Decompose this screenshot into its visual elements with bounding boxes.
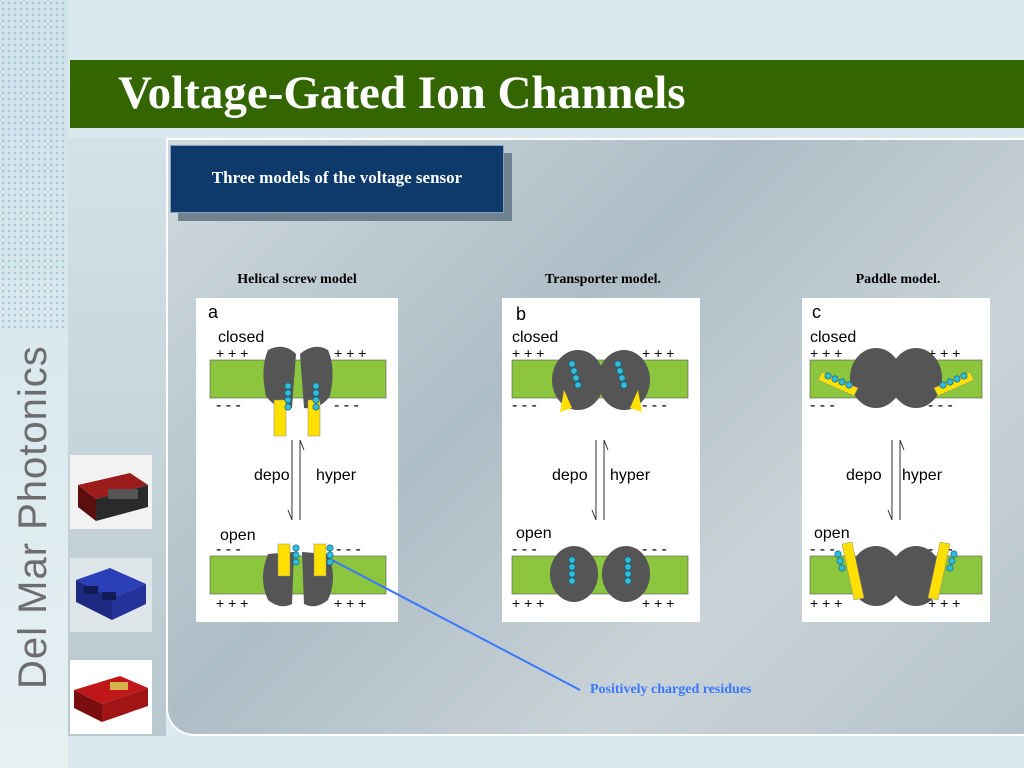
channel-half bbox=[300, 346, 333, 409]
depo-label: depo bbox=[846, 467, 882, 484]
product-photo-2 bbox=[70, 558, 152, 632]
model-label-transporter: Transporter model. bbox=[544, 272, 662, 287]
plus-charges: + + + bbox=[642, 345, 674, 361]
minus-charges: - - - bbox=[216, 397, 241, 414]
plus-charges: + + + bbox=[512, 595, 544, 611]
subtitle: Three models of the voltage sensor bbox=[211, 168, 463, 187]
model-label-paddle: Paddle model. bbox=[855, 272, 941, 287]
channel-half bbox=[890, 348, 942, 408]
plus-charges: + + + bbox=[810, 345, 842, 361]
product-photo-1 bbox=[70, 455, 152, 529]
open-label: open bbox=[814, 525, 850, 542]
minus-charges: - - - bbox=[216, 541, 241, 558]
channel-half bbox=[890, 546, 942, 606]
page-title: Voltage-Gated Ion Channels bbox=[118, 67, 686, 119]
minus-charges: - - - bbox=[810, 541, 835, 558]
minus-charges: - - - bbox=[512, 541, 537, 558]
plus-charges: + + + bbox=[334, 595, 366, 611]
equilibrium-arrows bbox=[887, 439, 905, 521]
content-left-panel bbox=[68, 138, 166, 736]
open-label: open bbox=[220, 527, 256, 544]
channel-half bbox=[850, 546, 902, 606]
plus-charges: + + + bbox=[642, 595, 674, 611]
sensor-helix bbox=[630, 390, 642, 412]
minus-charges: - - - bbox=[334, 397, 359, 414]
diagram-paddle: c closed + + + + + + - - - - - - depo hy… bbox=[802, 298, 990, 622]
closed-label: closed bbox=[512, 329, 558, 346]
closed-label: closed bbox=[218, 329, 264, 346]
sensor-helix bbox=[273, 399, 287, 437]
equilibrium-arrows bbox=[287, 439, 305, 521]
hyper-label: hyper bbox=[316, 467, 357, 484]
sensor-paddle bbox=[927, 541, 951, 601]
charged-residues bbox=[834, 550, 958, 572]
depo-label: depo bbox=[552, 467, 588, 484]
diagram-helical-screw: a closed + + + + + + - - - - - - depo hy… bbox=[196, 298, 398, 622]
equilibrium-arrows bbox=[591, 439, 609, 521]
minus-charges: - - - bbox=[336, 541, 361, 558]
minus-charges: - - - bbox=[512, 397, 537, 414]
plus-charges: + + + bbox=[334, 345, 366, 361]
hyper-label: hyper bbox=[610, 467, 651, 484]
minus-charges: - - - bbox=[928, 397, 953, 414]
plus-charges: + + + bbox=[216, 595, 248, 611]
panel-letter: b bbox=[516, 304, 526, 324]
charged-residues bbox=[284, 382, 320, 411]
sensor-helix bbox=[560, 390, 572, 412]
sensor-helix bbox=[277, 543, 291, 577]
sensor-helix bbox=[313, 543, 327, 577]
minus-charges: - - - bbox=[642, 397, 667, 414]
model-label-helical: Helical screw model bbox=[237, 272, 357, 287]
plus-charges: + + + bbox=[216, 345, 248, 361]
annotation-label: Positively charged residues bbox=[590, 682, 752, 697]
panel-letter: c bbox=[812, 302, 821, 322]
title-bar: Voltage-Gated Ion Channels bbox=[70, 60, 1024, 128]
channel-half bbox=[850, 348, 902, 408]
plus-charges: + + + bbox=[810, 595, 842, 611]
dot-pattern bbox=[0, 0, 68, 330]
open-label: open bbox=[516, 525, 552, 542]
charged-residues bbox=[568, 360, 628, 389]
sensor-paddle bbox=[841, 541, 865, 601]
product-photo-3 bbox=[70, 660, 152, 734]
minus-charges: - - - bbox=[642, 541, 667, 558]
depo-label: depo bbox=[254, 467, 290, 484]
closed-label: closed bbox=[810, 329, 856, 346]
diagram-transporter: b closed + + + + + + - - - - - - depo hy… bbox=[502, 298, 700, 622]
hyper-label: hyper bbox=[902, 467, 943, 484]
plus-charges: + + + bbox=[928, 345, 960, 361]
panel-letter: a bbox=[208, 302, 219, 322]
charged-residues bbox=[824, 372, 968, 389]
plus-charges: + + + bbox=[512, 345, 544, 361]
membrane bbox=[511, 555, 689, 595]
charged-residues bbox=[292, 544, 334, 566]
membrane bbox=[209, 359, 387, 399]
subtitle-box: Three models of the voltage sensor bbox=[170, 145, 504, 213]
brand-text: Del Mar Photonics bbox=[11, 345, 55, 689]
minus-charges: - - - bbox=[810, 397, 835, 414]
